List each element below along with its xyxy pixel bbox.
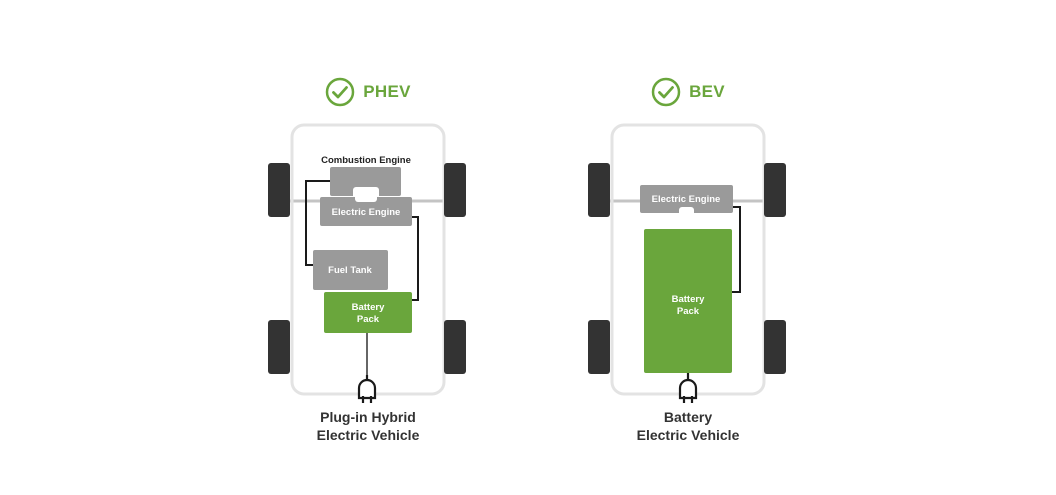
electric-engine-block (320, 197, 412, 226)
bev-caption-line1: Battery (663, 409, 713, 425)
fuel-tank-block (313, 250, 388, 290)
check-circle-icon (651, 77, 681, 107)
electric-engine-label: Electric Engine (652, 194, 721, 205)
bev-vehicle-diagram: Electric Engine Battery Pack (588, 123, 786, 403)
front-right-wheel (444, 163, 466, 217)
battery-label-line1: Battery (672, 294, 705, 305)
front-left-wheel (268, 163, 290, 217)
battery-pack-block (324, 292, 412, 333)
front-left-wheel (588, 163, 610, 217)
plug-icon (678, 373, 698, 403)
electric-engine-label: Electric Engine (332, 207, 401, 218)
rear-left-wheel (268, 320, 290, 374)
check-circle-icon (326, 77, 355, 107)
bev-panel: BEV Electric Engine Battery Pack Battery (578, 0, 798, 495)
phev-caption-line2: Electric Vehicle (316, 427, 420, 443)
combustion-engine-block (330, 167, 401, 196)
bev-caption: Battery Electric Vehicle (578, 408, 798, 444)
phev-caption-line1: Plug-in Hybrid (320, 409, 416, 425)
bev-title: BEV (689, 82, 725, 101)
fuel-tank-label: Fuel Tank (328, 265, 372, 276)
battery-to-engine-wire (412, 216, 419, 301)
engine-coupling-inner (355, 194, 377, 202)
electric-engine-block (640, 185, 733, 213)
rear-right-wheel (764, 320, 786, 374)
fuel-line-wire (305, 180, 330, 266)
front-right-wheel (764, 163, 786, 217)
battery-to-engine-wire (732, 206, 741, 293)
phev-header: PHEV (258, 74, 478, 110)
rear-right-wheel (444, 320, 466, 374)
battery-pack-block (644, 229, 732, 373)
phev-vehicle-diagram: Combustion Engine Electric Engine Fuel T… (268, 123, 466, 403)
phev-panel: PHEV Combustion Engine Electric Engine F… (258, 0, 478, 495)
bev-header: BEV (578, 74, 798, 110)
battery-label-line1: Battery (352, 302, 385, 313)
phev-caption: Plug-in Hybrid Electric Vehicle (258, 408, 478, 444)
engine-coupling (679, 207, 694, 217)
rear-left-wheel (588, 320, 610, 374)
plug-icon (357, 375, 377, 403)
bev-caption-line2: Electric Vehicle (636, 427, 740, 443)
combustion-engine-label: Combustion Engine (321, 155, 411, 166)
battery-label-line2: Pack (357, 314, 380, 325)
battery-label-line2: Pack (677, 306, 700, 317)
phev-title: PHEV (363, 82, 411, 101)
